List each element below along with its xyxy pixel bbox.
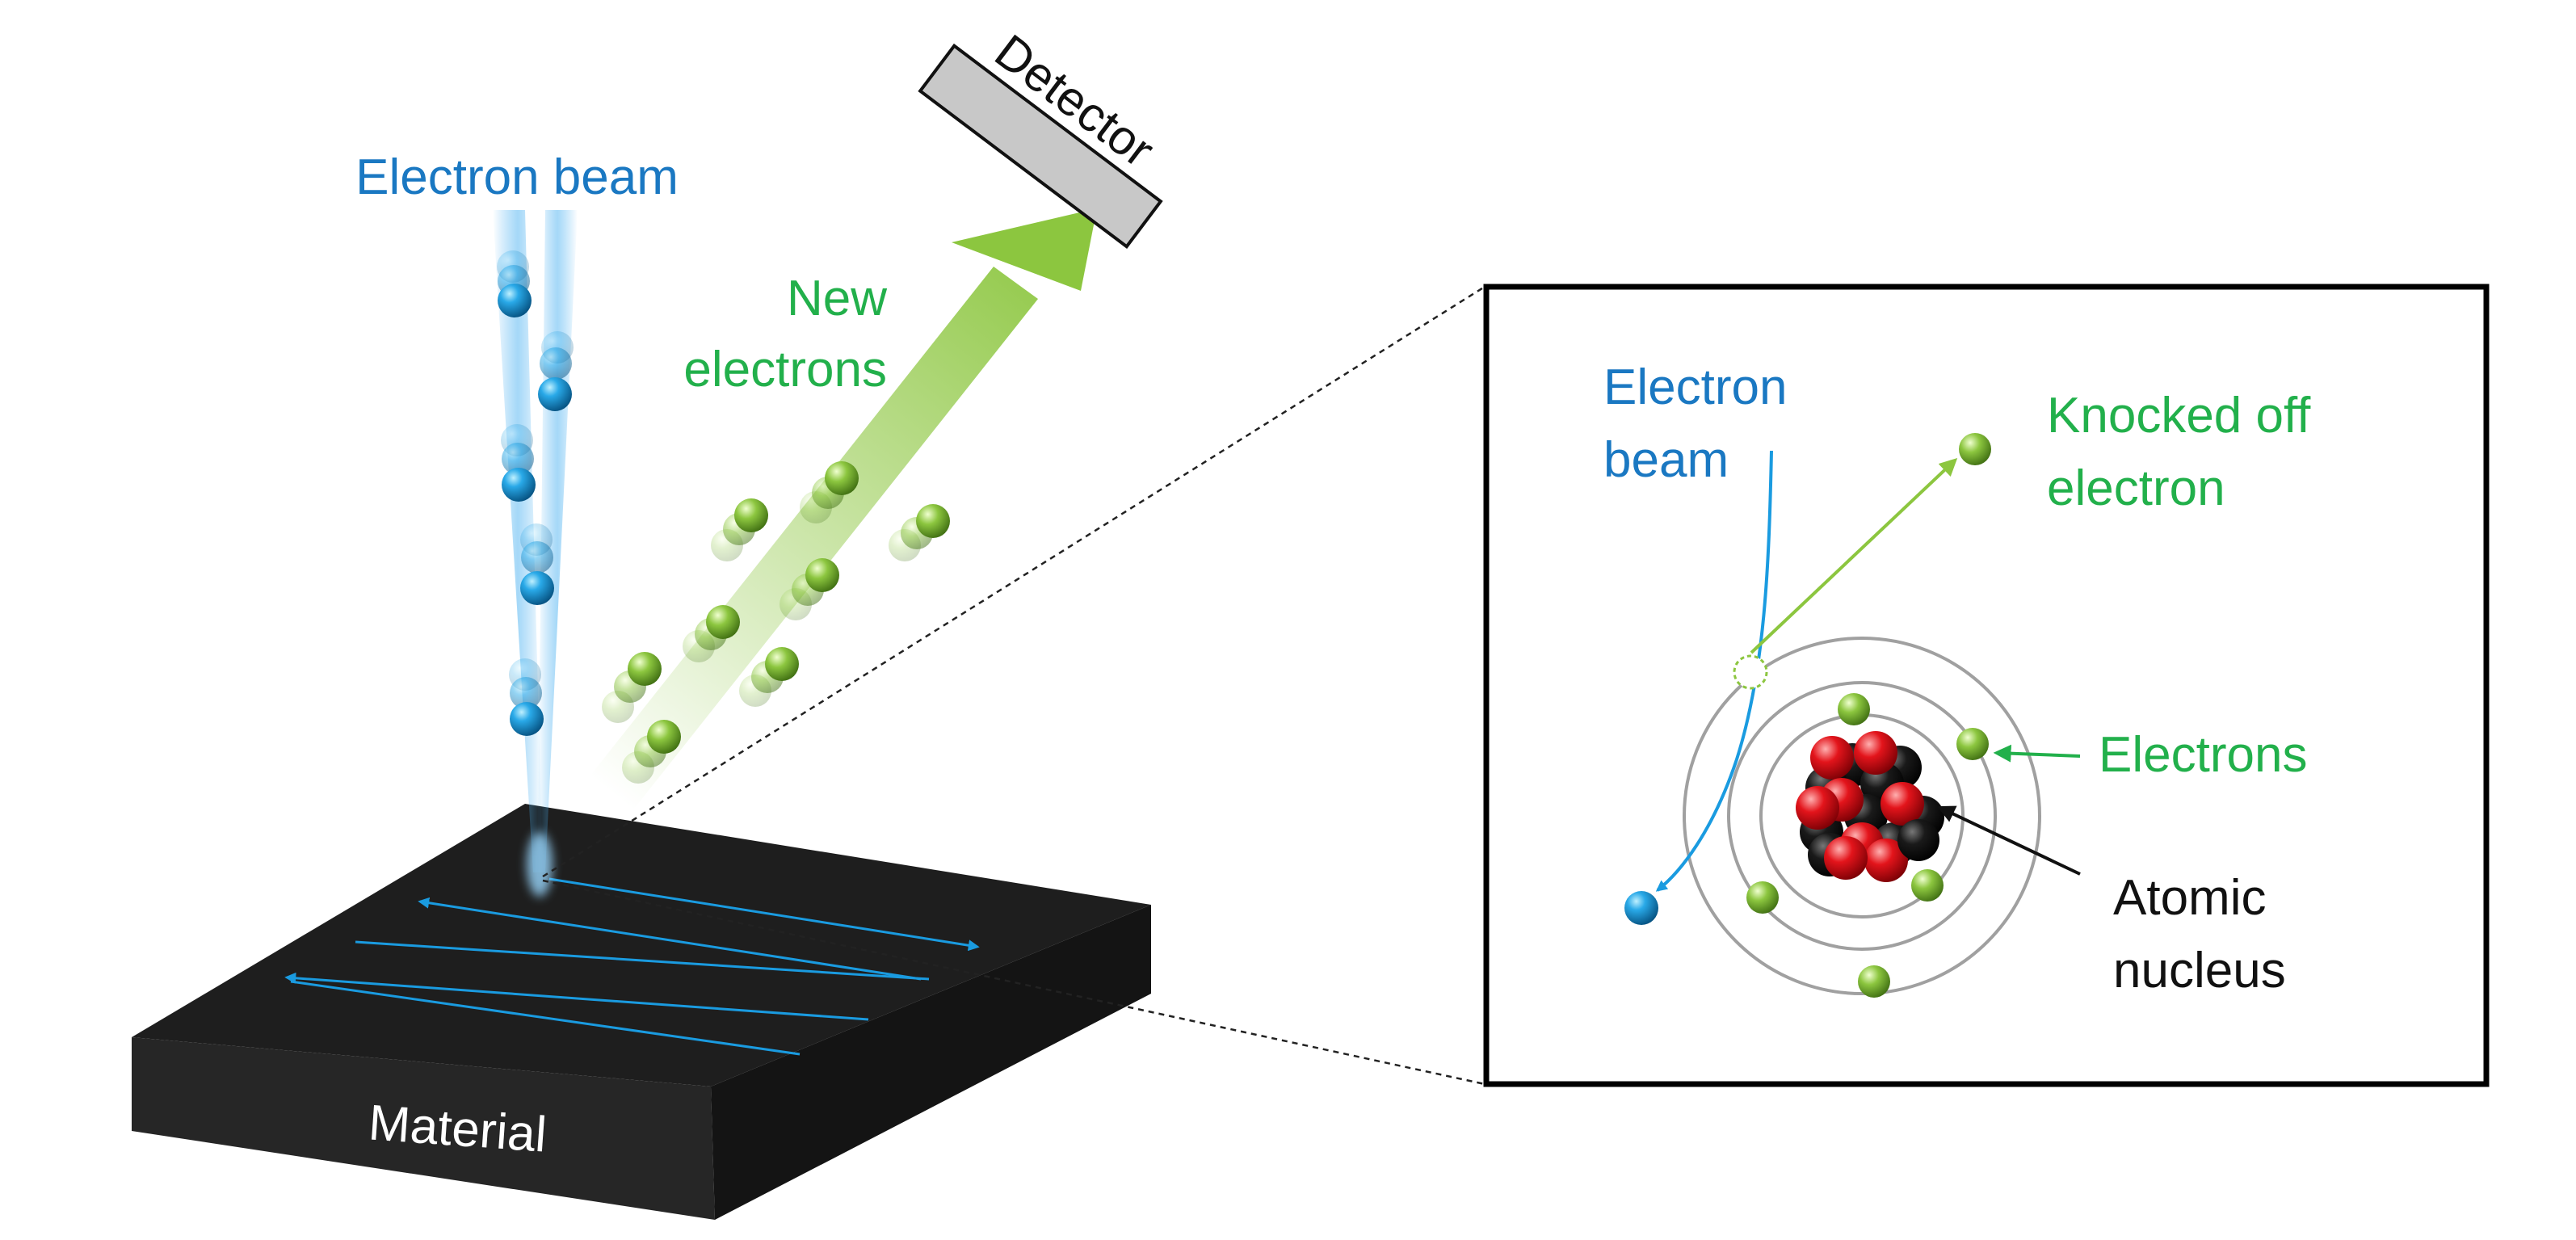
beam-electron	[497, 250, 532, 317]
detector-body	[918, 43, 1163, 250]
material-top-face	[132, 804, 1151, 1087]
inset-electron-beam-line1: Electron	[1603, 359, 1787, 415]
emitted-electron	[889, 504, 950, 561]
electrons-label: Electrons	[2099, 727, 2307, 783]
electron-beam-label: Electron beam	[355, 149, 679, 205]
new-electrons-label-line2: electrons	[683, 342, 887, 397]
scattered-beam-electron	[1624, 891, 1658, 925]
scan-line-4	[284, 972, 869, 1021]
new-electrons-arrow	[578, 208, 1097, 824]
orbits	[1683, 637, 2041, 995]
inset-beam-path	[1655, 450, 1773, 892]
scan-line-3	[355, 940, 930, 981]
emitted-electrons	[602, 461, 950, 784]
zoom-lines	[542, 285, 1486, 1086]
beam-electrons	[497, 250, 574, 736]
emitted-electron	[711, 498, 768, 561]
inset-electron-beam-line2: beam	[1603, 432, 1729, 488]
electrons-pointer	[1993, 744, 2081, 763]
atom-inset: Electron beam Knocked off electron Elect…	[1483, 284, 2490, 1087]
inset-frame	[1483, 284, 2490, 1087]
atomic-nucleus	[1796, 731, 1944, 882]
emitted-electron	[622, 720, 681, 784]
material-slab: Material	[132, 804, 1151, 1220]
material-front-face	[132, 1037, 715, 1220]
emitted-electron	[683, 605, 740, 662]
emitted-electron	[800, 461, 859, 523]
zoom-line-top	[542, 285, 1486, 878]
atomic-nucleus-label-line1: Atomic	[2113, 870, 2266, 926]
orbital-electron	[1956, 728, 1989, 760]
orbital-electron	[1838, 693, 1870, 725]
emitted-electron	[739, 647, 799, 707]
scan-line-1	[548, 877, 980, 952]
zoom-line-bottom	[542, 879, 1486, 1086]
scan-line-5	[290, 980, 801, 1056]
material-label: Material	[367, 1095, 548, 1162]
knocked-off-electron	[1959, 433, 1991, 465]
arrow-shaft	[578, 267, 1038, 824]
beam-electron	[509, 658, 544, 736]
arrow-head	[952, 208, 1097, 291]
beam-electron	[538, 331, 574, 411]
scan-line-2	[418, 897, 922, 981]
orbital-electron	[1858, 965, 1890, 998]
knocked-off-label-line1: Knocked off	[2047, 388, 2311, 443]
knocked-off-label-line2: electron	[2047, 460, 2225, 516]
beam-electron	[520, 523, 554, 605]
knocked-off-path	[1750, 457, 1958, 654]
nucleus-pointer	[1937, 805, 2081, 876]
new-electrons-label-line1: New	[787, 271, 887, 326]
orbital-electron	[1746, 881, 1779, 914]
orbit-middle	[1727, 681, 1997, 951]
emitted-electron	[602, 652, 662, 723]
atomic-nucleus-label-line2: nucleus	[2113, 943, 2286, 998]
emitted-electron	[780, 558, 839, 620]
beam-impact-glow	[527, 832, 553, 897]
detector: Detector	[918, 24, 1164, 250]
scan-lines	[284, 877, 980, 1056]
electron-vacancy	[1733, 654, 1768, 690]
material-side-face	[711, 905, 1151, 1220]
orbit-outer	[1683, 637, 2041, 995]
beam-electron	[501, 424, 536, 502]
orbital-electron	[1911, 869, 1944, 902]
orbital-electrons	[1746, 693, 1989, 998]
